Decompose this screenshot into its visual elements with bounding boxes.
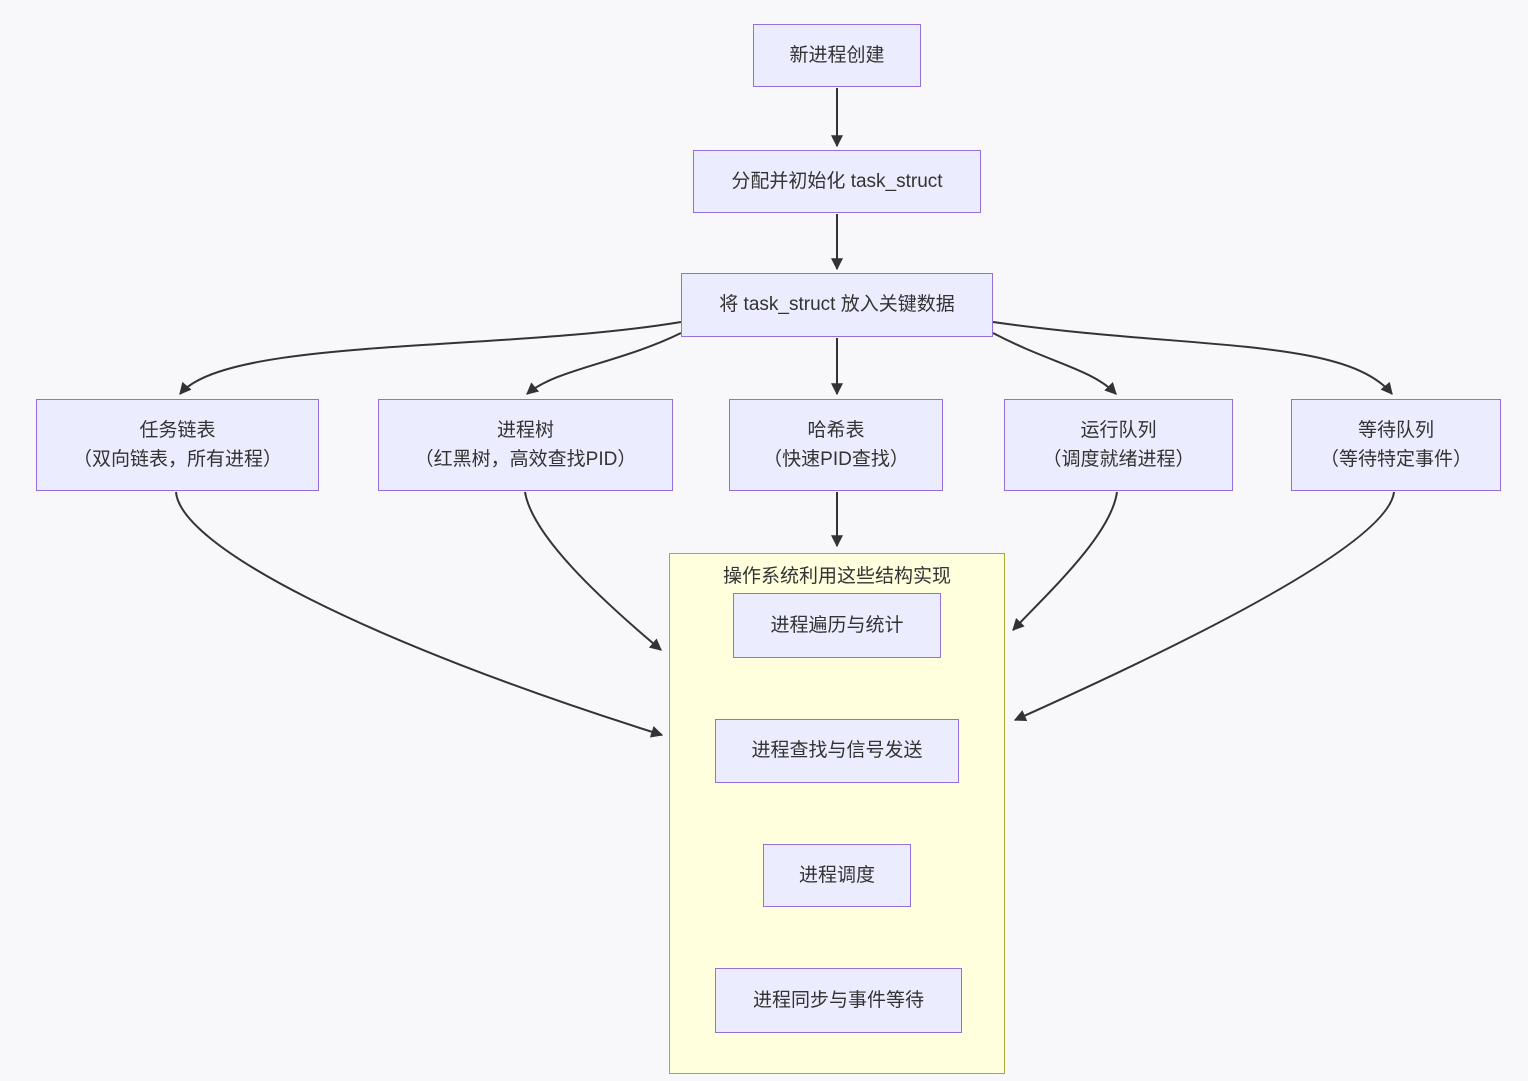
node-title: 等待队列 bbox=[1357, 419, 1434, 441]
node-subtitle: （快速PID查找） bbox=[763, 449, 909, 470]
node-subtitle: （等待特定事件） bbox=[1319, 449, 1472, 470]
edge-insert-task-list bbox=[179, 321, 682, 395]
node-label: 分配并初始化 task_struct bbox=[731, 170, 943, 192]
node-label: 新进程创建 bbox=[789, 44, 885, 66]
node-label: 将 task_struct 放入关键数据 bbox=[719, 294, 955, 316]
edge-run-queue-cluster bbox=[1012, 491, 1118, 631]
node-label: 进程查找与信号发送 bbox=[751, 740, 923, 762]
node-new-process-create: 新进程创建 bbox=[753, 24, 921, 87]
node-alloc-task-struct: 分配并初始化 task_struct bbox=[693, 150, 981, 213]
node-process-lookup-signal: 进程查找与信号发送 bbox=[715, 719, 959, 783]
edge-insert-run-queue bbox=[992, 332, 1117, 395]
node-hash-table: 哈希表 （快速PID查找） bbox=[729, 399, 943, 491]
node-subtitle: （双向链表，所有进程） bbox=[72, 449, 282, 470]
node-process-traverse-stats: 进程遍历与统计 bbox=[733, 593, 941, 658]
node-subtitle: （红黑树，高效查找PID） bbox=[414, 449, 637, 470]
node-process-sync-wait: 进程同步与事件等待 bbox=[715, 968, 962, 1033]
node-label: 进程同步与事件等待 bbox=[752, 989, 924, 1011]
node-insert-task-struct: 将 task_struct 放入关键数据 bbox=[681, 273, 993, 337]
node-task-list: 任务链表 （双向链表，所有进程） bbox=[36, 399, 319, 491]
node-title: 哈希表 bbox=[807, 419, 865, 441]
node-title: 任务链表 bbox=[139, 419, 216, 441]
node-title: 运行队列 bbox=[1080, 419, 1157, 441]
edge-task-list-cluster bbox=[175, 491, 664, 738]
node-subtitle: （调度就绪进程） bbox=[1042, 449, 1195, 470]
node-process-schedule: 进程调度 bbox=[763, 844, 911, 907]
node-title: 进程树 bbox=[496, 419, 554, 441]
node-label: 进程遍历与统计 bbox=[770, 614, 904, 636]
cluster-title: 操作系统利用这些结构实现 bbox=[722, 566, 951, 587]
node-label: 进程调度 bbox=[798, 864, 875, 886]
edge-process-tree-cluster bbox=[524, 491, 662, 651]
edge-wait-queue-cluster bbox=[1013, 491, 1395, 722]
node-wait-queue: 等待队列 （等待特定事件） bbox=[1291, 399, 1501, 491]
node-process-tree: 进程树 （红黑树，高效查找PID） bbox=[378, 399, 673, 491]
edge-insert-wait-queue bbox=[992, 321, 1393, 395]
edge-insert-process-tree bbox=[526, 332, 682, 395]
node-run-queue: 运行队列 （调度就绪进程） bbox=[1004, 399, 1233, 491]
